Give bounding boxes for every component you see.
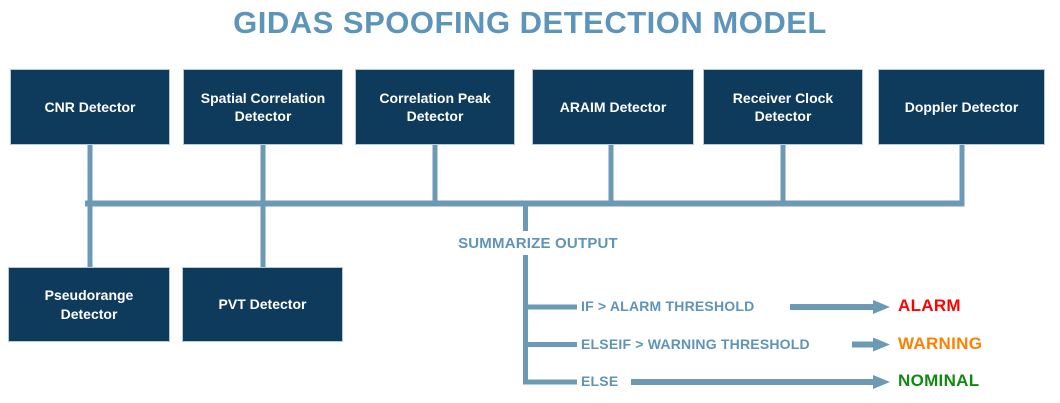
arrow-head-warning <box>873 337 890 352</box>
arrow-head-nominal <box>873 375 890 389</box>
summarize-output-label: SUMMARIZE OUTPUT <box>458 235 618 252</box>
diagram-title: GIDAS SPOOFING DETECTION MODEL <box>233 5 827 40</box>
detector-label: Spatial Correlation Detector <box>200 89 326 124</box>
branch-condition-warning: ELSEIF > WARNING THRESHOLD <box>581 336 810 352</box>
detector-box-correlation-peak: Correlation Peak Detector <box>355 69 515 145</box>
detector-label: ARAIM Detector <box>559 98 667 115</box>
detector-label: Receiver Clock Detector <box>732 89 834 124</box>
detector-box-araim: ARAIM Detector <box>532 69 694 145</box>
detector-box-receiver-clock: Receiver Clock Detector <box>703 69 863 145</box>
branch-result-nominal: NOMINAL <box>898 371 980 390</box>
detector-label: Doppler Detector <box>904 98 1019 115</box>
branch-condition-alarm: IF > ALARM THRESHOLD <box>581 298 755 314</box>
detector-label: Correlation Peak Detector <box>379 89 491 124</box>
arrow-head-alarm <box>873 300 890 314</box>
detector-box-pseudorange: Pseudorange Detector <box>8 267 170 342</box>
detector-box-doppler: Doppler Detector <box>878 69 1045 145</box>
branch-condition-else: ELSE <box>581 373 619 389</box>
detector-label: Pseudorange Detector <box>44 287 134 322</box>
detector-label: PVT Detector <box>218 296 307 313</box>
detector-box-pvt: PVT Detector <box>182 267 343 342</box>
branch-result-warning: WARNING <box>898 334 983 353</box>
branch-result-alarm: ALARM <box>898 296 961 315</box>
detector-box-spatial-correlation: Spatial Correlation Detector <box>183 69 343 145</box>
detector-box-cnr: CNR Detector <box>10 69 170 145</box>
detector-label: CNR Detector <box>44 98 136 115</box>
